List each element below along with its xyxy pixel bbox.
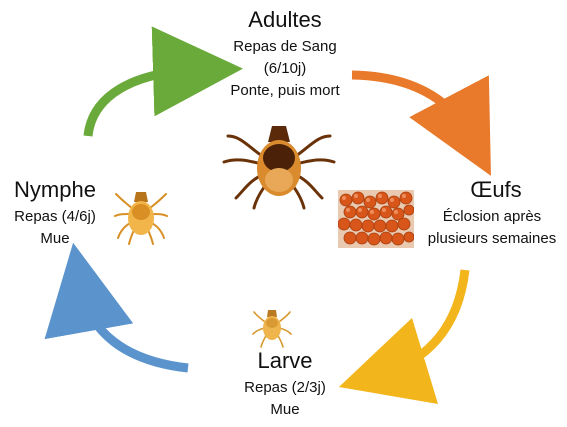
- adultes-title: Adultes: [233, 7, 337, 33]
- larve-title: Larve: [230, 348, 340, 374]
- oeufs-line-1: Éclosion après: [418, 206, 566, 228]
- arrow-orange: [352, 75, 470, 136]
- arrow-blue: [81, 287, 188, 368]
- oeufs-title: Œufs: [440, 177, 552, 203]
- nymphe-line-1: Repas (4/6j): [0, 206, 110, 228]
- arrow-yellow: [382, 270, 465, 374]
- oeufs-line-2: plusieurs semaines: [418, 228, 566, 250]
- adultes-line-3: Ponte, puis mort: [210, 80, 360, 102]
- nymph-tick-icon: [114, 186, 168, 246]
- eggs-icon: [338, 190, 414, 248]
- adultes-line-2: (6/10j): [210, 58, 360, 80]
- arrow-green: [88, 70, 198, 136]
- larva-tick-icon: [252, 306, 292, 348]
- adult-tick-icon: [220, 118, 338, 210]
- nymphe-title: Nymphe: [0, 177, 110, 203]
- larve-line-1: Repas (2/3j): [205, 377, 365, 399]
- nymphe-line-2: Mue: [0, 228, 110, 250]
- adultes-line-1: Repas de Sang: [210, 36, 360, 58]
- larve-line-2: Mue: [205, 399, 365, 421]
